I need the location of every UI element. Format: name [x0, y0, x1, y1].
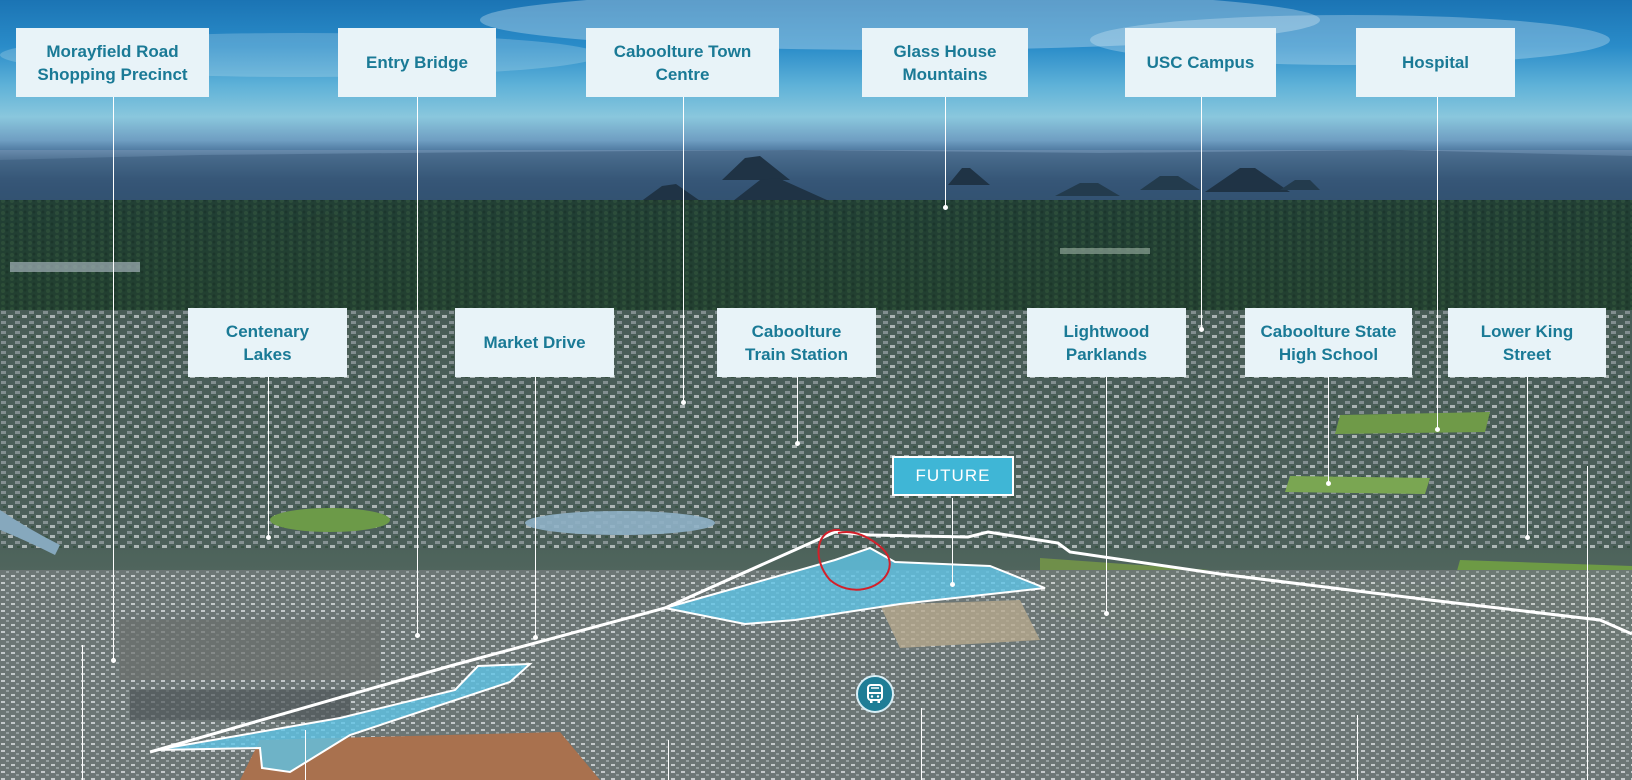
leader-line — [82, 645, 83, 780]
leader-dot — [795, 441, 800, 446]
leader-line — [1587, 466, 1588, 780]
label-usc-campus[interactable]: USC Campus — [1125, 28, 1276, 97]
leader-line — [268, 377, 269, 537]
leader-dot — [111, 658, 116, 663]
label-centenary-lakes[interactable]: Centenary Lakes — [188, 308, 347, 377]
label-hospital[interactable]: Hospital — [1356, 28, 1515, 97]
label-lower-king-street[interactable]: Lower King Street — [1448, 308, 1606, 377]
leader-line — [952, 498, 953, 584]
leader-line — [797, 377, 798, 443]
leader-dot — [266, 535, 271, 540]
label-caboolture-train-station[interactable]: Caboolture Train Station — [717, 308, 876, 377]
label-caboolture-state-high-school[interactable]: Caboolture State High School — [1245, 308, 1412, 377]
leader-line — [921, 708, 922, 780]
leader-line — [305, 730, 306, 780]
label-glass-house-mountains[interactable]: Glass House Mountains — [862, 28, 1028, 97]
leader-dot — [1525, 535, 1530, 540]
label-market-drive[interactable]: Market Drive — [455, 308, 614, 377]
future-site-area[interactable] — [664, 546, 1046, 626]
leader-line — [945, 97, 946, 207]
leader-dot — [533, 635, 538, 640]
leader-line — [1437, 97, 1438, 429]
label-caboolture-town-centre[interactable]: Caboolture Town Centre — [586, 28, 779, 97]
leader-dot — [943, 205, 948, 210]
bus-icon[interactable] — [856, 675, 894, 713]
label-morayfield-road-shopping-precinct[interactable]: Morayfield Road Shopping Precinct — [16, 28, 209, 97]
leader-line — [113, 97, 114, 660]
leader-dot — [1199, 327, 1204, 332]
label-lightwood-parklands[interactable]: Lightwood Parklands — [1027, 308, 1186, 377]
leader-dot — [950, 582, 955, 587]
leader-line — [1201, 97, 1202, 329]
development-site-lower[interactable] — [154, 662, 533, 774]
leader-line — [1106, 377, 1107, 613]
leader-dot — [415, 633, 420, 638]
red-circle-annotation — [817, 528, 891, 591]
leader-line — [1357, 715, 1358, 780]
leader-line — [683, 97, 684, 402]
leader-line — [535, 377, 536, 637]
future-label[interactable]: FUTURE — [892, 456, 1014, 496]
label-entry-bridge[interactable]: Entry Bridge — [338, 28, 496, 97]
leader-dot — [681, 400, 686, 405]
leader-line — [668, 740, 669, 780]
leader-dot — [1435, 427, 1440, 432]
leader-dot — [1104, 611, 1109, 616]
leader-line — [1527, 377, 1528, 537]
leader-line — [417, 97, 418, 635]
leader-line — [1328, 377, 1329, 483]
site-boundary-line — [149, 530, 1632, 754]
leader-dot — [1326, 481, 1331, 486]
bus-glyph — [867, 684, 883, 703]
